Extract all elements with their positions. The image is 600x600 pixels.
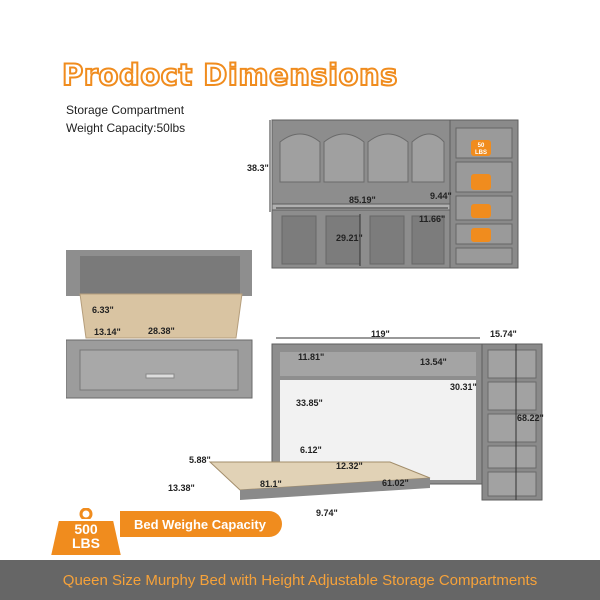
bed-overall-width: 119" <box>371 329 390 339</box>
footer-banner: Queen Size Murphy Bed with Height Adjust… <box>0 560 600 600</box>
storage-label: Storage Compartment <box>66 103 185 117</box>
bed-cabinet-width: 15.74" <box>490 329 517 339</box>
drawer-depth: 6.33" <box>92 305 114 315</box>
storage-weight: Weight Capacity:50lbs <box>66 121 186 135</box>
bed-gap: 33.85" <box>296 398 323 408</box>
bed-total-height: 68.22" <box>517 413 544 423</box>
dim-shelf-depth: 9.44" <box>430 191 452 201</box>
bed-shelf-top: 13.54" <box>420 357 447 367</box>
bed-slat: 12.32" <box>336 461 363 471</box>
bed-side-gap: 6.12" <box>300 445 322 455</box>
capacity-label: Bed Weighe Capacity <box>120 511 282 537</box>
page-title: Prodoct Dimensions <box>61 57 398 93</box>
dim-desk-height: 29.21" <box>336 233 363 243</box>
drawer-width-b: 28.38" <box>148 326 175 336</box>
bed-header-height: 11.81" <box>298 352 325 362</box>
bed-cabinet-w2: 30.31" <box>450 382 477 392</box>
bed-open-diagram <box>208 337 543 501</box>
dim-width: 85.19" <box>349 195 376 205</box>
bed-length: 81.1" <box>260 479 282 489</box>
cabinet-closed-diagram <box>269 119 519 269</box>
bed-width: 61.02" <box>382 478 409 488</box>
dim-shelf-gap: 11.66" <box>419 214 446 224</box>
bed-base-height: 9.74" <box>316 508 338 518</box>
drawer-diagram <box>66 250 253 399</box>
drawer-width-a: 13.14" <box>94 327 121 337</box>
bed-frame-height: 13.38" <box>168 483 195 493</box>
weight-icon <box>48 508 124 557</box>
bed-leg-height: 5.88" <box>189 455 211 465</box>
dim-height: 38.3" <box>247 163 269 173</box>
